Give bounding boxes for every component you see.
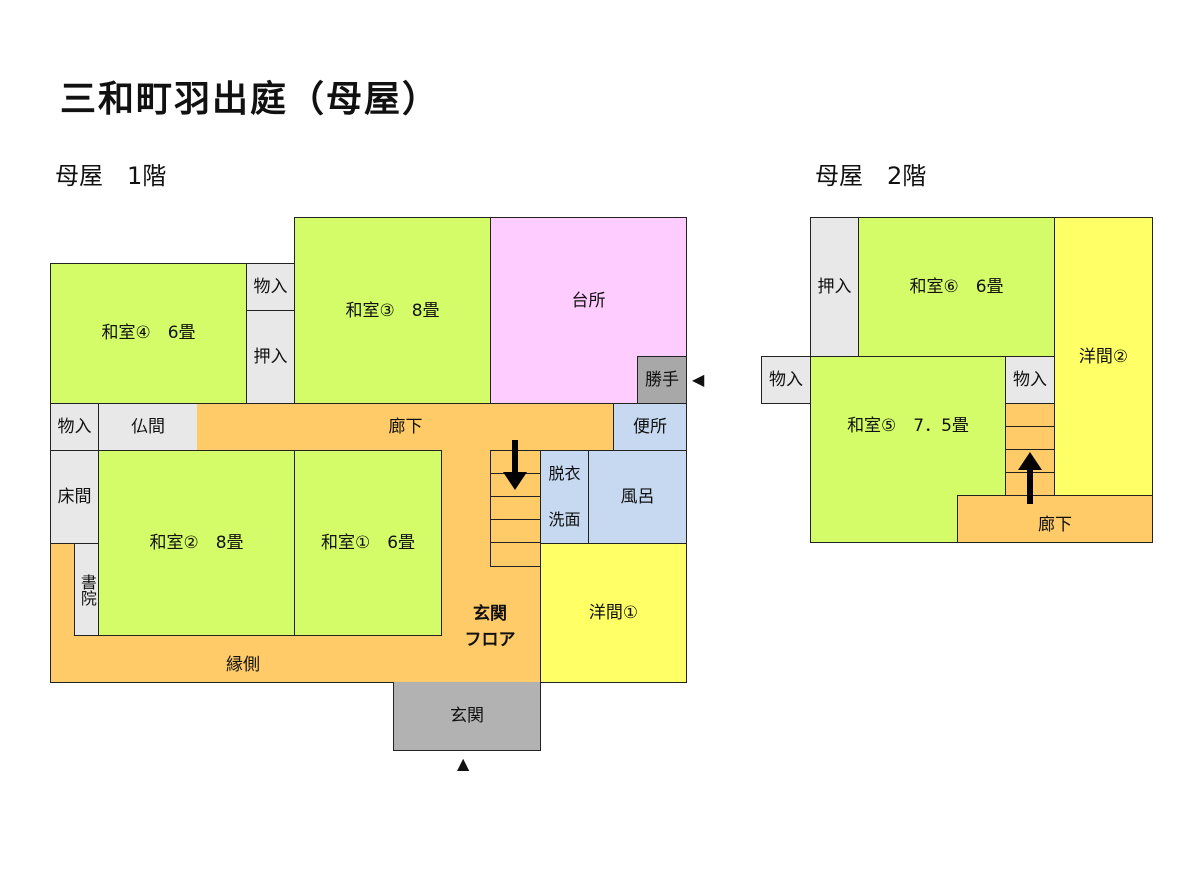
stair-step <box>1006 426 1054 427</box>
stair-step <box>491 519 541 520</box>
stair-step <box>491 542 541 543</box>
label-engawa: 縁側 <box>226 655 260 675</box>
room-furo: 風呂 <box>588 450 687 544</box>
room-washitsu1: 和室① 6畳 <box>294 450 442 636</box>
room-butsuma: 仏間 <box>98 403 198 451</box>
room-monoire-top: 物入 <box>246 263 295 311</box>
stair-step <box>491 496 541 497</box>
room-katte: 勝手 <box>637 356 687 404</box>
label-datsui: 脱衣 <box>548 463 581 483</box>
room-datsui-senmen: 脱衣 洗面 <box>540 450 589 544</box>
room-washitsu4: 和室④ 6畳 <box>50 263 247 404</box>
label-genkan-floor: 玄関 フロア <box>464 604 516 650</box>
room2-monoire-right: 物入 <box>1005 356 1055 404</box>
room-tokonoma: 床間 <box>50 450 99 544</box>
room-washitsu3: 和室③ 8畳 <box>294 217 491 404</box>
room-oshiire: 押入 <box>246 310 295 404</box>
room-genkan: 玄関 <box>393 682 541 751</box>
room-youma1: 洋間① <box>540 543 687 683</box>
room-monoire-left: 物入 <box>50 403 99 451</box>
room-benjo: 便所 <box>613 403 687 451</box>
room2-monoire-left: 物入 <box>761 356 811 404</box>
room-youma2: 洋間② <box>1054 217 1153 496</box>
page-title: 三和町羽出庭（母屋） <box>60 79 441 120</box>
room2-rouka: 廊下 <box>957 495 1153 543</box>
stair-step <box>1006 449 1054 450</box>
entrance-triangle-icon: ▲ <box>457 754 470 773</box>
floor1-heading: 母屋 1階 <box>55 162 167 190</box>
room-rouka: 廊下 <box>197 403 614 451</box>
room-washitsu6: 和室⑥ 6畳 <box>858 217 1055 357</box>
stairs-1f <box>490 450 541 567</box>
label-senmen: 洗面 <box>548 509 581 529</box>
arrow-down-icon <box>503 440 527 490</box>
arrow-up-icon <box>1018 452 1042 504</box>
room2-oshiire: 押入 <box>810 217 859 357</box>
room-shoin: 書院 <box>74 543 99 636</box>
back-door-triangle-icon: ◀ <box>692 370 705 389</box>
room-washitsu2: 和室② 8畳 <box>98 450 295 636</box>
floor2-heading: 母屋 2階 <box>815 162 927 190</box>
